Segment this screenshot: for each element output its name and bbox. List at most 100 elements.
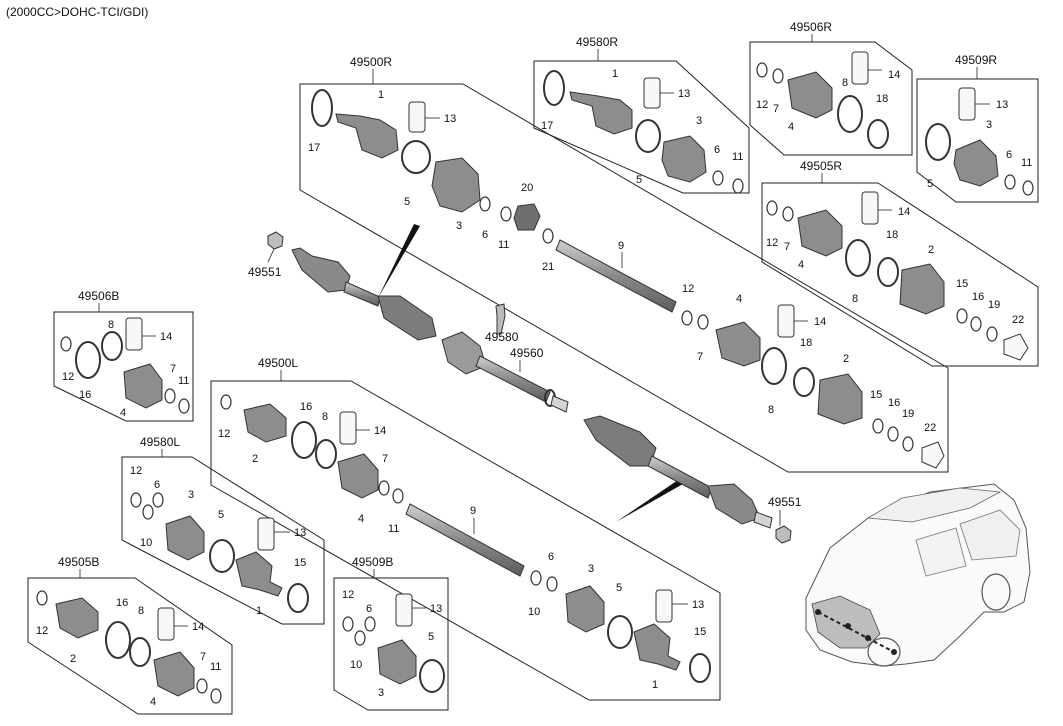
group-label-49500L[interactable]: 49500L [258,356,298,370]
outer-cv-joint-1-l2 [235,551,283,597]
part-number-11-r3: 11 [1021,157,1032,169]
group-label-49509R[interactable]: 49509R [955,53,997,67]
group-label-49505R[interactable]: 49505R [800,159,842,173]
clamp-6-r3 [1004,174,1016,190]
boot-band-5-l [607,615,633,649]
part-number-1-l: 1 [652,679,658,691]
panel-49580L [121,456,325,625]
boot-band-16-l [291,421,317,459]
part-number-3-l: 3 [588,563,594,575]
part-number-11-l: 11 [388,523,399,535]
part-number-22-r4: 22 [1012,314,1024,326]
clamp-10-b3 [354,630,366,646]
boot-3-l [565,585,605,633]
intermediate-shaft-tip [550,395,569,413]
boot-band-18 [793,367,815,397]
clamp-7-b2 [196,678,208,694]
part-number-4-l: 4 [358,513,364,525]
part-number-12: 12 [682,283,694,295]
clamp-21 [542,228,554,244]
boot-3-r3 [953,139,999,187]
part-label-49551-upper[interactable]: 49551 [248,265,282,279]
boot-3-r [661,135,707,183]
group-label-49500R[interactable]: 49500R [350,55,392,69]
group-label-49509B[interactable]: 49509B [352,555,393,569]
boot-band-18-r [867,119,889,149]
part-number-17: 17 [308,142,320,154]
part-number-2-b2: 2 [70,653,76,665]
group-label-49580L[interactable]: 49580L [140,435,180,449]
part-number-11-r: 11 [732,151,743,163]
part-number-8-r: 8 [842,77,848,89]
tripod-housing-2-r4 [899,263,945,315]
part-label-49560[interactable]: 49560 [510,346,544,360]
boot-band-8-b [101,331,123,361]
hex-nut-lower-icon [775,525,792,544]
inner-boot-4-r [787,71,833,119]
boot-band-5-r3 [925,123,951,161]
part-label-49580-bolt[interactable]: 49580 [485,330,519,344]
part-number-15-r4: 15 [956,278,968,290]
part-number-15-l2: 15 [294,557,306,569]
inner-boot-4-b2 [153,651,195,697]
clamp-10-l2 [142,504,154,520]
inner-boot-4-l [337,453,379,499]
group-label-49506B[interactable]: 49506B [78,289,119,303]
clamp-12 [681,310,693,326]
part-number-8: 8 [768,404,774,416]
clamp-11 [500,206,512,222]
part-number-22: 22 [924,422,936,434]
part-number-13-r3: 13 [996,99,1008,111]
boot-band-5-r [635,119,661,153]
part-label-49551-lower[interactable]: 49551 [768,495,802,509]
grease-tube-14 [777,304,795,338]
group-label-49580R[interactable]: 49580R [576,35,618,49]
part-number-21: 21 [542,261,554,273]
shaft-9-upper [555,239,677,313]
grease-tube-13 [408,101,426,133]
clamp-6-b3 [364,616,376,632]
part-number-10-l: 10 [528,606,540,618]
part-number-2-r4: 2 [928,244,934,256]
grease-tube-14-l [339,411,357,445]
part-number-14-l: 14 [374,425,386,437]
leader-nut-upper [267,248,275,263]
part-number-12-r4: 12 [766,237,778,249]
shaft-9-lower [405,503,525,577]
part-number-13-l: 13 [692,599,704,611]
boot-3-l2 [165,515,205,561]
clamp-15-r4 [956,308,968,324]
part-number-9-l: 9 [470,505,476,517]
clamp-19-r4 [986,326,998,342]
part-number-1: 1 [378,89,384,101]
clamp-6-r [712,170,724,186]
grease-tube-14-r4 [861,191,879,225]
hex-nut-icon [267,231,284,250]
group-label-49506R[interactable]: 49506R [790,20,832,34]
part-number-16-l: 16 [300,401,312,413]
panel-49506B [53,311,194,422]
part-number-8-r4: 8 [852,293,858,305]
part-number-16-r4: 16 [972,291,984,303]
part-number-8-b: 8 [108,319,114,331]
grease-tube-13-b3 [395,593,413,627]
part-number-7: 7 [697,351,703,363]
part-number-17-r: 17 [541,120,553,132]
circlip-ring-15-l [689,653,711,683]
part-number-14-b: 14 [160,331,172,343]
clamp-11-b2 [210,688,222,704]
part-number-3: 3 [456,220,462,232]
grease-tube-13-l [655,589,673,623]
inner-boot-4 [715,321,761,367]
group-label-49505B[interactable]: 49505B [58,555,99,569]
clamp-16-r4 [970,316,982,332]
grease-tube-13-l2 [257,517,275,551]
boot-band-8-r4 [845,239,871,277]
right-driveshaft-outer-joint [291,247,351,293]
part-number-1-r: 1 [612,68,618,80]
part-number-19: 19 [902,408,914,420]
clamp-6-l2 [152,492,164,508]
boot-band-8-b2 [129,637,151,667]
boot-3-b3 [377,639,417,685]
